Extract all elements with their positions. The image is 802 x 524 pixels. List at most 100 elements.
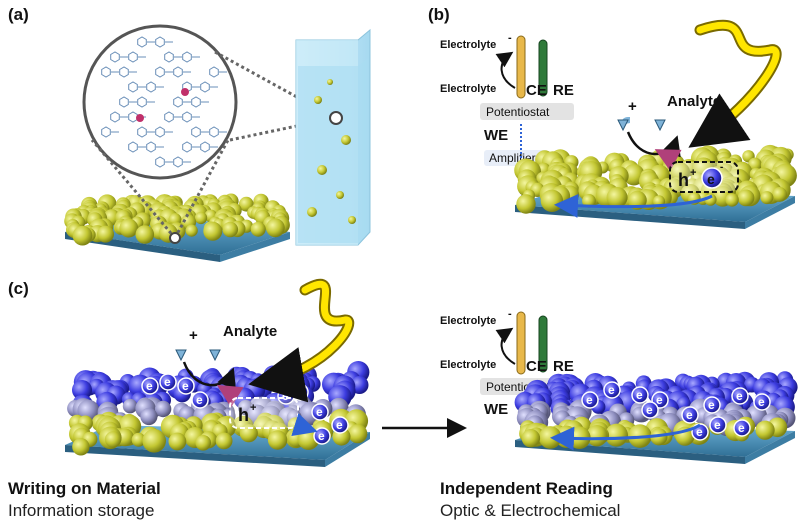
electron-marker-label: e [146,379,153,393]
particle [755,420,775,440]
electron-marker-label: e [296,385,303,399]
electron-marker-label: e [686,408,693,422]
lattice-ring [128,81,138,93]
electron-marker-label: e [182,379,189,393]
electron-label-b: e [707,171,715,187]
potentiostat-box-b [480,103,574,120]
analyte-molecule-b1 [617,119,629,132]
lattice-ring [146,81,156,93]
particle [154,400,172,418]
re-label-b: RE [553,82,574,99]
electrolyte-minus-label-c: Electrolyte [440,315,496,327]
lattice-ring [137,126,147,138]
electron-marker-label: e [586,393,593,407]
analyte-molecule-b2 [654,119,666,132]
lattice-ring [209,66,219,78]
electron-marker [581,391,599,409]
particle [725,193,739,207]
electron-marker [141,377,159,395]
particle [586,425,608,447]
electron-marker [681,406,699,424]
electrolyte-minus-sign-c: - [508,308,512,320]
electron-marker [603,381,621,399]
lattice-ring [128,111,138,123]
particle [119,218,139,238]
electron-marker [709,416,727,434]
particle [142,429,166,453]
lattice-ring [191,126,201,138]
reference-electrode-c [538,315,548,373]
oxidation-arrow-c [182,361,236,390]
particle [194,211,208,225]
electrolyte-label-c: Electrolyte [440,359,496,371]
lattice-ring [155,36,165,48]
electron-marker [177,377,195,395]
particle [348,424,368,444]
plus-label-c: + [189,327,198,344]
lattice-ring [119,66,129,78]
redox-arrow-b [495,51,516,89]
particle [540,189,564,212]
particle [760,191,774,205]
molecular-framework-zoom [82,24,238,180]
electron-transfer-arrow-c [550,423,701,451]
electron-marker [641,401,659,419]
lattice-ring [155,126,165,138]
charge-pair-box-c [229,397,299,429]
electron-marker-label: e [736,389,743,403]
lattice-ring [164,51,174,63]
lattice-ring [110,111,120,123]
light-ray-c [248,280,353,403]
lattice-ring [209,126,219,138]
particle [516,194,536,214]
electron-marker-label: e [708,398,715,412]
analyte-label-c: Analyte [223,323,277,340]
lattice-ring [155,156,165,168]
lattice-ring [128,141,138,153]
right-caption-subtitle: Optic & Electrochemical [440,501,620,520]
lattice-ring [101,126,111,138]
electrolyte-minus-sign-b: - [508,32,512,44]
particle [222,221,239,238]
right-caption-title: Independent Reading [440,479,613,498]
lattice-ring [119,96,129,108]
electron-marker [733,419,751,437]
particle [131,432,146,447]
panel-label-a: (a) [8,5,29,24]
electron-marker [331,416,349,434]
particle [521,429,541,448]
electron-marker-label: e [196,393,203,407]
lattice-ring [110,51,120,63]
lattice-ring [182,141,192,153]
potentiostat-label-b: Potentiostat [486,105,550,119]
hole-label-c: h [238,405,249,425]
particle [748,157,762,172]
electron-minus-b: - [720,162,723,173]
particle [122,398,138,414]
electron-marker-label: e [336,418,343,432]
reference-electrode-b [538,39,548,97]
particle [135,225,155,244]
electrolyte-minus-label-b: Electrolyte [440,39,496,51]
particle [582,194,596,208]
lattice-ring [101,66,111,78]
lattice-ring [164,111,174,123]
electron-marker [191,391,209,409]
electron-marker [731,387,749,405]
lattice-ring [182,51,192,63]
oxidation-arrow-b [626,131,681,158]
electron-b [701,167,723,189]
particle [185,224,198,237]
particle [195,435,211,451]
particle [72,438,90,456]
cuvette [295,28,371,246]
particle [737,189,755,207]
particle [250,221,266,237]
lattice-ring [200,141,210,153]
particle [267,430,288,450]
lattice-ring [137,36,147,48]
lattice-ring [191,96,201,108]
redox-arrow-c [495,327,516,365]
